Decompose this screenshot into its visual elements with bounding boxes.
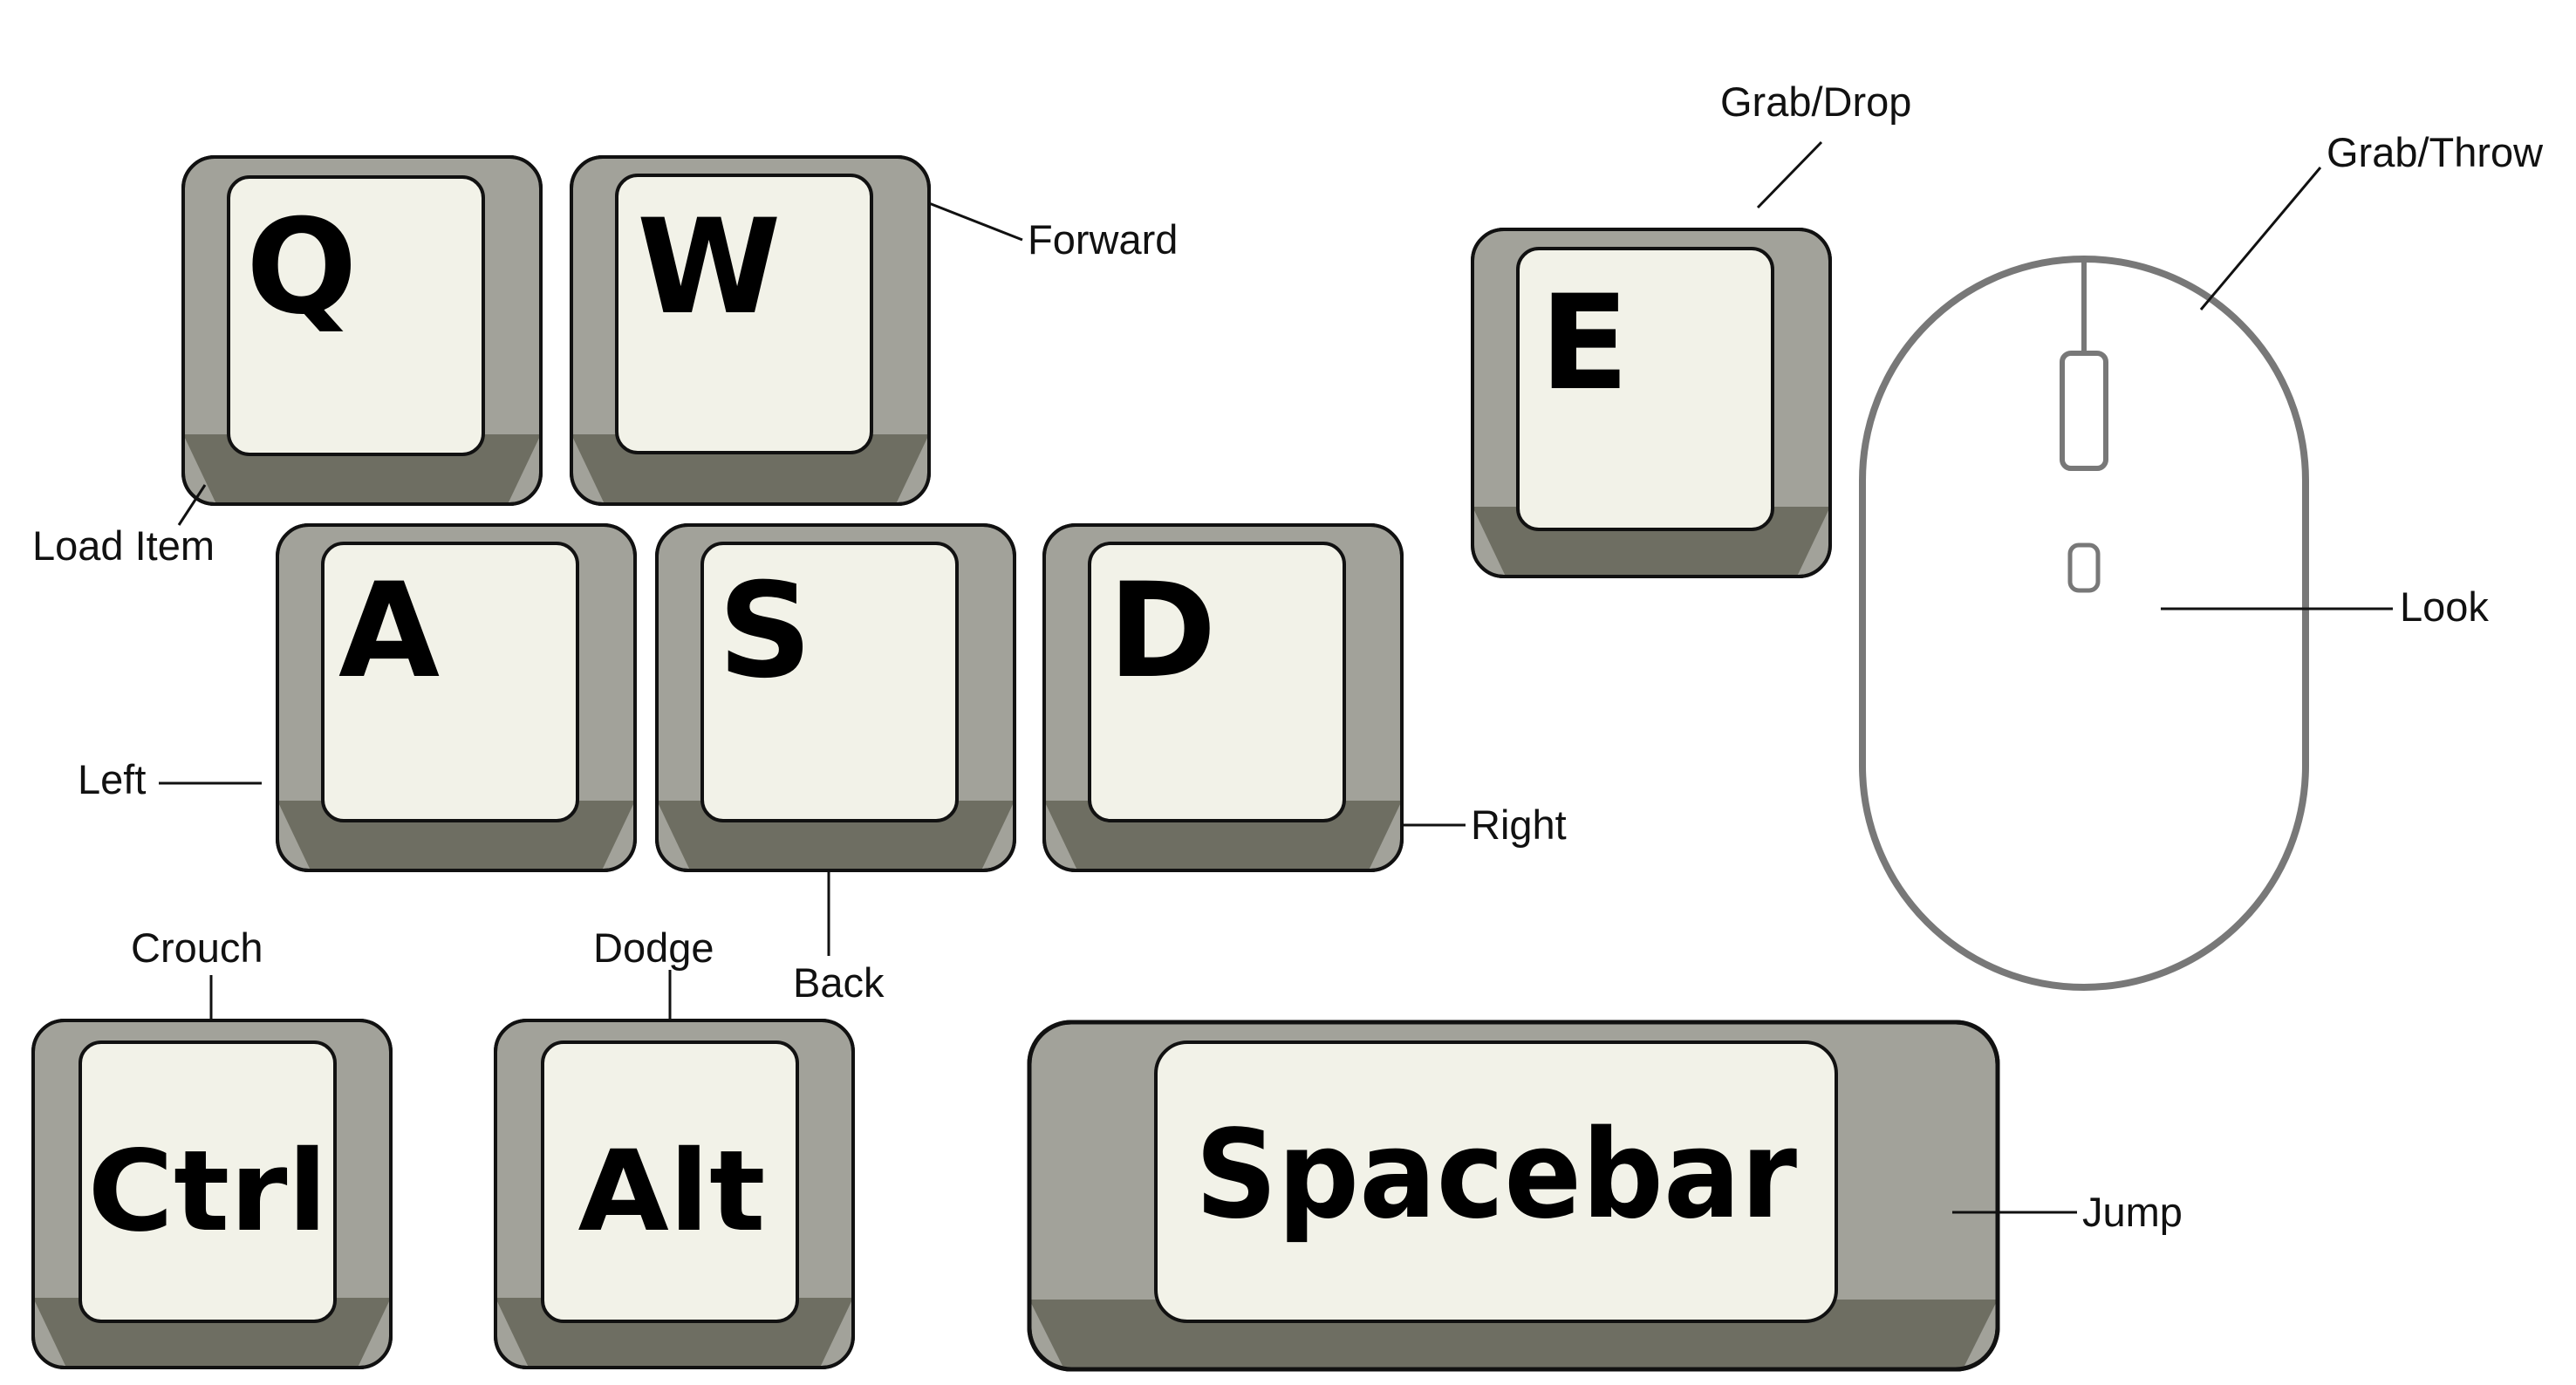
key-a-label: A [338, 556, 440, 707]
label-jump: Jump [2082, 1189, 2183, 1235]
label-left: Left [78, 756, 146, 802]
mouse [1859, 256, 2309, 991]
key-spacebar-label: Spacebar [1195, 1104, 1797, 1246]
key-ctrl-label: Ctrl [88, 1127, 328, 1257]
label-grab-drop: Grab/Drop [1720, 78, 1911, 125]
label-load-item: Load Item [32, 522, 215, 569]
key-e-label: E [1540, 268, 1629, 420]
key-e: E [1471, 228, 1832, 578]
key-q: Q [181, 155, 543, 506]
label-dodge: Dodge [593, 924, 714, 971]
label-crouch: Crouch [131, 924, 263, 971]
key-alt-label: Alt [578, 1127, 766, 1257]
key-alt: Alt [494, 1019, 855, 1369]
label-back: Back [793, 959, 885, 1006]
key-spacebar: Spacebar [1027, 1020, 2000, 1372]
mouse-scroll-wheel [2060, 351, 2108, 471]
key-w: W [570, 155, 931, 506]
key-d: D [1042, 523, 1404, 872]
key-d-label: D [1108, 556, 1217, 707]
leader-lines [159, 140, 2393, 1214]
key-a: A [276, 523, 637, 872]
label-forward: Forward [1028, 216, 1178, 263]
key-ctrl: Ctrl [31, 1019, 393, 1369]
key-s: S [655, 523, 1016, 872]
label-grab-throw: Grab/Throw [2327, 129, 2544, 175]
key-q-label: Q [246, 192, 358, 344]
key-w-label: W [637, 192, 781, 344]
key-s-label: S [718, 556, 812, 707]
label-look: Look [2400, 583, 2489, 630]
mouse-sensor-button [2067, 542, 2101, 593]
label-right: Right [1471, 802, 1567, 848]
